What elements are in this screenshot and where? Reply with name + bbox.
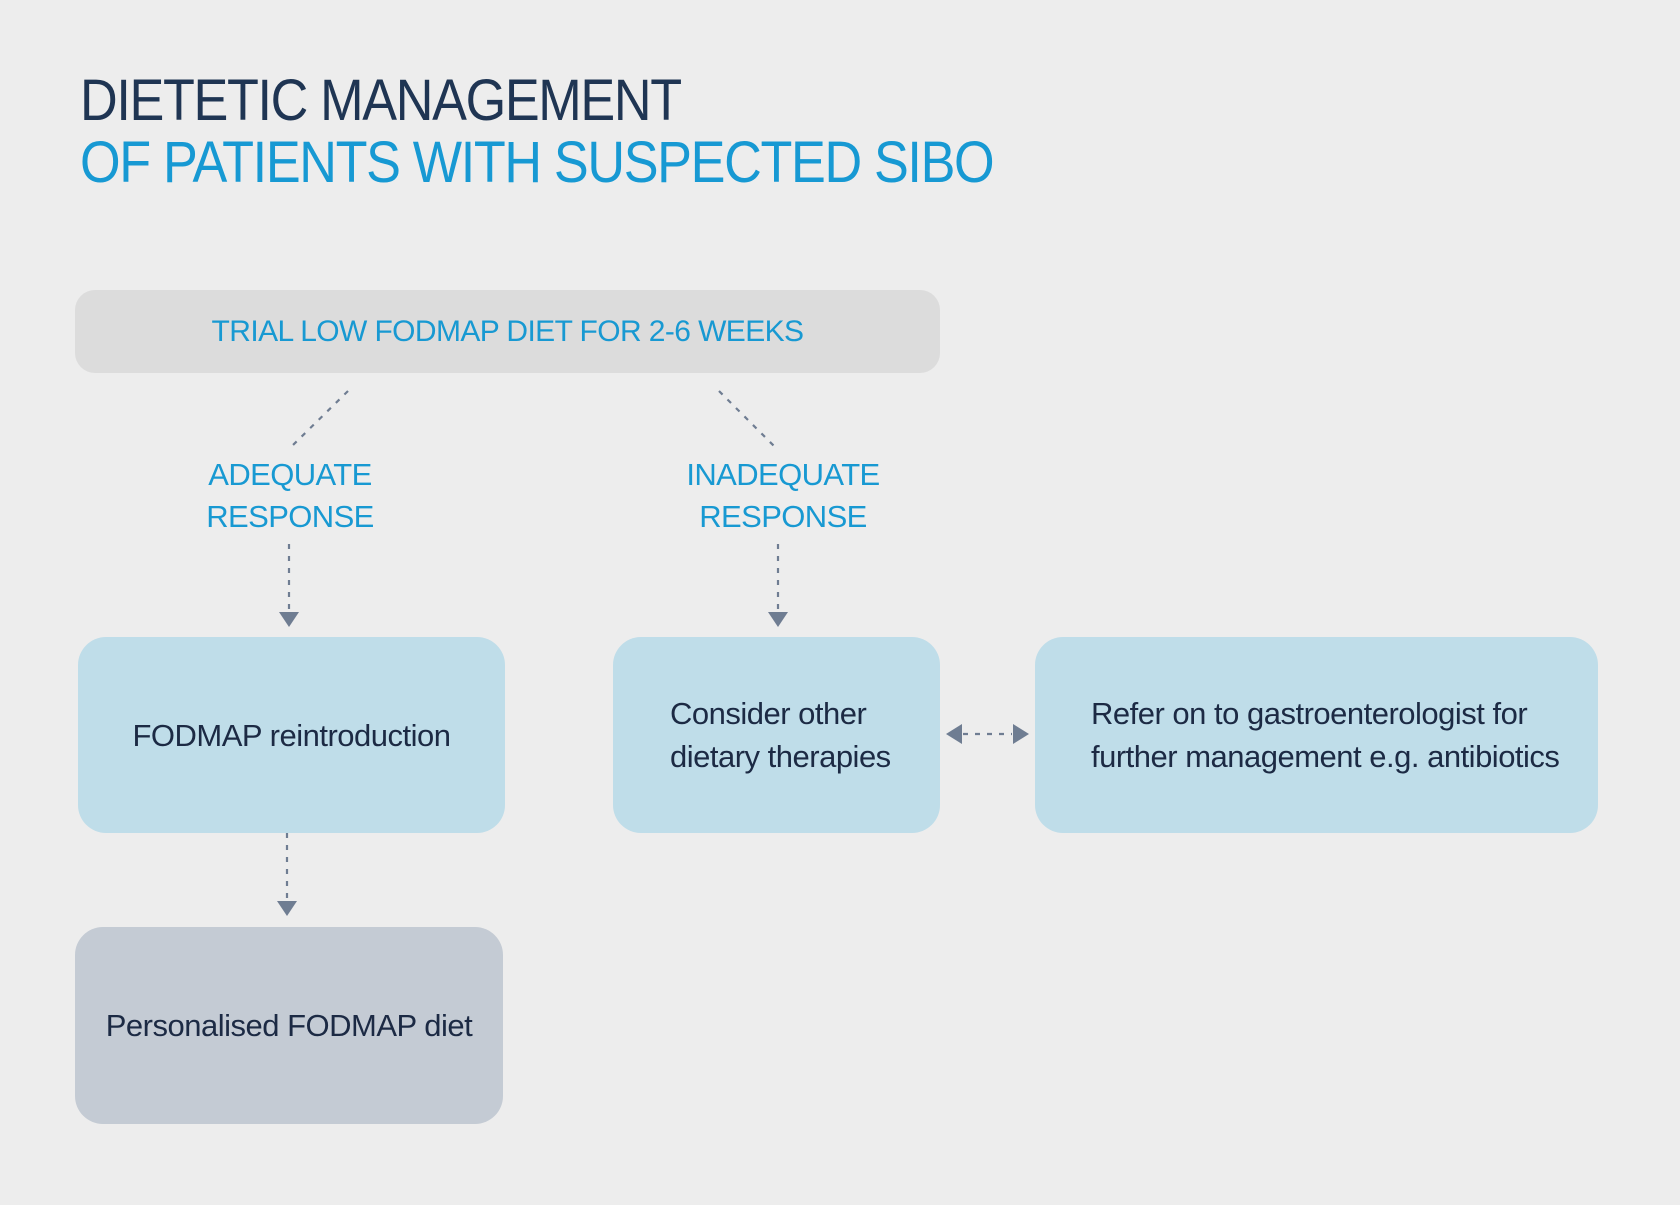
fodmap-reintroduction-text: FODMAP reintroduction — [132, 717, 452, 753]
arrowhead-down-icon — [768, 612, 788, 627]
adequate-response-label: ADEQUATE RESPONSE — [190, 454, 390, 538]
trial-low-fodmap-text: TRIAL LOW FODMAP DIET FOR 2-6 WEEKS — [211, 315, 804, 348]
connector-trial-to-adequate — [291, 390, 349, 447]
connector-trial-to-inadequate — [718, 390, 775, 447]
title-line-2: OF PATIENTS WITH SUSPECTED SIBO — [80, 130, 995, 195]
consider-text-line-1: Consider other — [670, 696, 867, 731]
refer-text-line-1: Refer on to gastroenterologist for — [1091, 696, 1528, 731]
refer-text-line-2: further management e.g. antibiotics — [1091, 739, 1560, 774]
trial-low-fodmap-box: TRIAL LOW FODMAP DIET FOR 2-6 WEEKS — [75, 290, 940, 373]
inadequate-label-line-1: INADEQUATE — [686, 457, 880, 492]
arrowhead-down-icon — [277, 901, 297, 916]
consider-other-therapies-box: Consider other dietary therapies — [613, 637, 940, 833]
title-line-1: DIETETIC MANAGEMENT — [80, 68, 682, 133]
inadequate-response-label: INADEQUATE RESPONSE — [683, 454, 883, 538]
personalised-fodmap-diet-box: Personalised FODMAP diet — [75, 927, 503, 1124]
inadequate-label-line-2: RESPONSE — [699, 499, 867, 534]
adequate-label-line-1: ADEQUATE — [208, 457, 372, 492]
page-title: DIETETIC MANAGEMENT OF PATIENTS WITH SUS… — [80, 68, 995, 195]
arrowhead-down-icon — [279, 612, 299, 627]
arrowhead-left-icon — [946, 724, 962, 744]
arrowhead-right-icon — [1013, 724, 1029, 744]
consider-text-line-2: dietary therapies — [670, 739, 891, 774]
refer-gastroenterologist-box: Refer on to gastroenterologist for furth… — [1035, 637, 1598, 833]
fodmap-reintroduction-box: FODMAP reintroduction — [78, 637, 505, 833]
personalised-fodmap-diet-text: Personalised FODMAP diet — [105, 1008, 473, 1043]
adequate-label-line-2: RESPONSE — [206, 499, 374, 534]
